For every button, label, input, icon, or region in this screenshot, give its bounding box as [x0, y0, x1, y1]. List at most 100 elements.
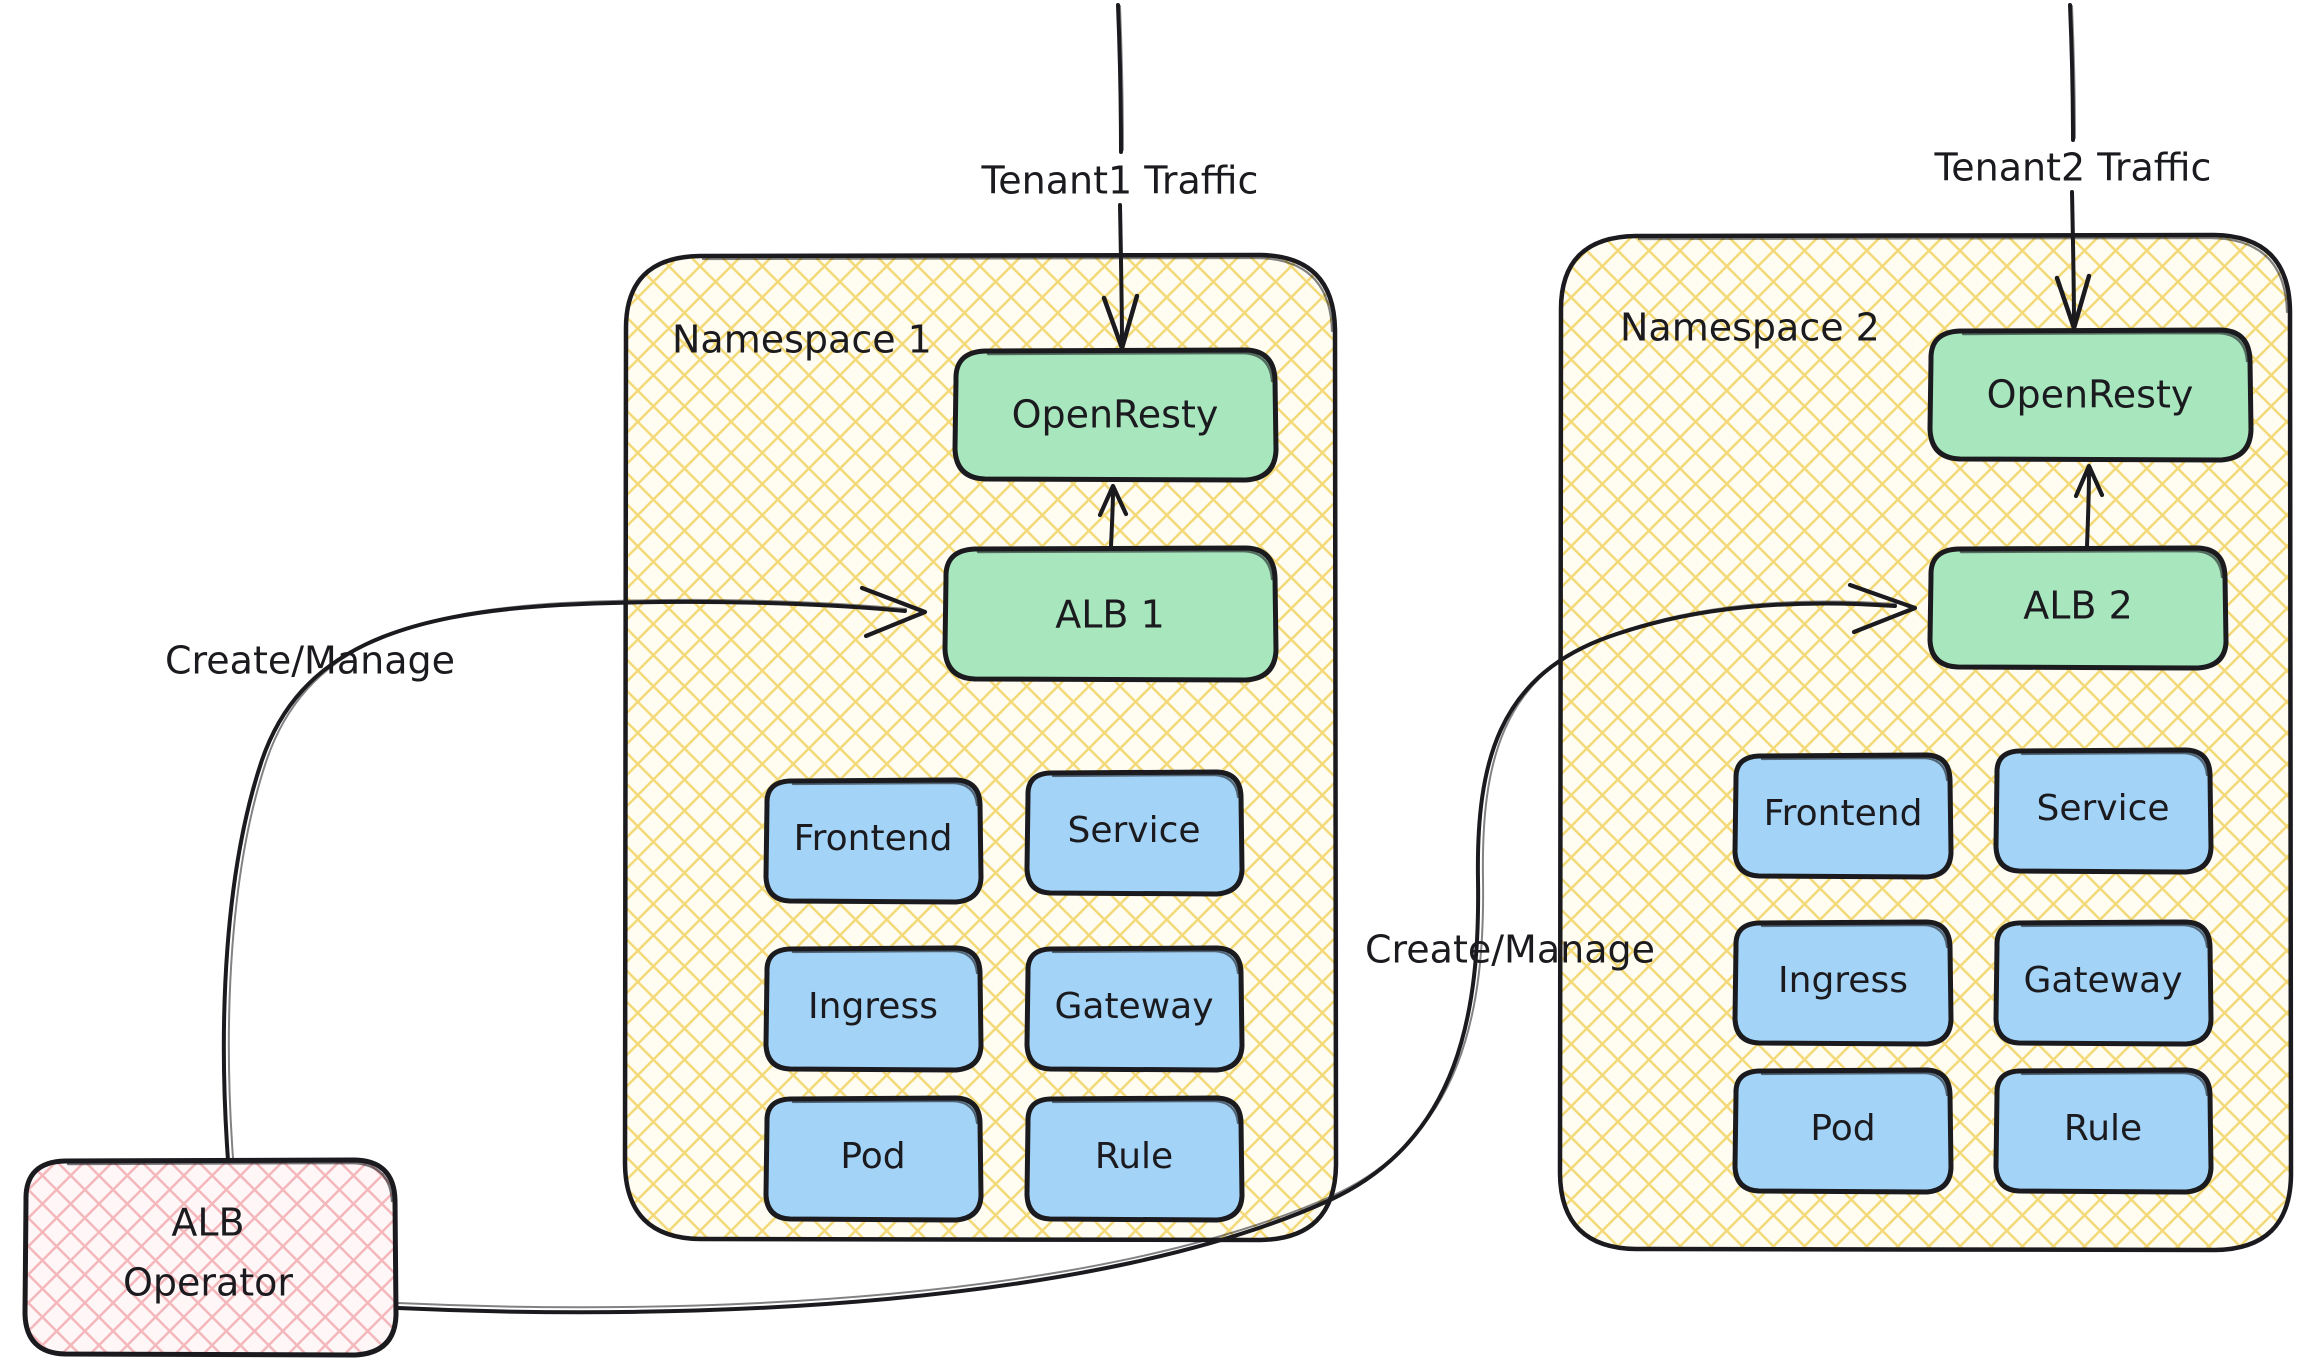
- openresty-2-box-sketch: [1961, 331, 2249, 363]
- openresty-1-box: [952, 347, 1279, 483]
- ns2-pod-box: [1732, 1067, 1954, 1195]
- ns1-ingress-node[interactable]: Ingress: [763, 945, 984, 1073]
- openresty-1-box-sketch: [986, 351, 1274, 383]
- ns2-ingress-node[interactable]: Ingress: [1732, 919, 1954, 1047]
- ns1-pod-node[interactable]: Pod: [763, 1095, 984, 1223]
- alb-2-label: ALB 2: [2023, 584, 2133, 628]
- tenant1-traffic-label: Tenant1 Traffic: [981, 159, 1259, 203]
- alb-1-label: ALB 1: [1055, 593, 1165, 637]
- operator-alb1-label: Create/Manage: [165, 639, 455, 683]
- ns1-frontend-node[interactable]: Frontend: [763, 777, 984, 905]
- ns1-ingress-box-sketch: [791, 949, 979, 975]
- alb-2-box-sketch: [1959, 549, 2224, 579]
- ns2-rule-node[interactable]: Rule: [1993, 1067, 2214, 1195]
- ns1-rule-box-sketch: [1051, 1099, 1240, 1125]
- ns1-pod-box: [763, 1095, 984, 1223]
- ns1-gateway-box-sketch: [1051, 949, 1240, 975]
- namespace-1-resources: Frontend Service Ingress Gateway Pod Rul…: [763, 769, 1245, 1223]
- openresty-2-box: [1927, 327, 2254, 463]
- tenant1-arrow-lower: [1118, 203, 1124, 347]
- operator-alb1-arrowhead: [859, 585, 928, 639]
- alb-operator-label-line2: Operator: [123, 1261, 293, 1305]
- alb-2-node[interactable]: ALB 2: [1927, 545, 2229, 671]
- alb2-openresty2-arrowhead: [2073, 463, 2105, 499]
- tenant2-arrowhead: [2054, 273, 2092, 331]
- ns2-pod-box-sketch: [1760, 1071, 1949, 1097]
- openresty-2-label: OpenResty: [1987, 373, 2194, 417]
- namespace-1-box-sketch: [701, 256, 1334, 333]
- ns1-gateway-box: [1024, 945, 1245, 1073]
- ns2-pod-node[interactable]: Pod: [1732, 1067, 1954, 1195]
- alb-1-node[interactable]: ALB 1: [942, 545, 1279, 683]
- ns2-gateway-box-sketch: [2020, 923, 2209, 949]
- alb2-openresty2-line: [2085, 468, 2091, 548]
- alb-operator-box: [22, 1157, 399, 1358]
- tenant1-arrow-upper: [1116, 3, 1123, 154]
- ns2-service-box: [1993, 747, 2214, 875]
- namespace-1-label: Namespace 1: [672, 318, 932, 362]
- ns1-frontend-label: Frontend: [794, 818, 953, 859]
- operator-alb2-label: Create/Manage: [1365, 928, 1655, 972]
- operator-alb2-arrowhead: [1847, 582, 1918, 635]
- ns2-rule-box: [1993, 1067, 2214, 1195]
- tenant2-arrow-lower: [2070, 190, 2076, 327]
- alb-2-box: [1927, 545, 2229, 671]
- ns2-gateway-label: Gateway: [2023, 960, 2182, 1001]
- operator-alb2-line: [396, 601, 1897, 1315]
- tenant2-arrow-upper-sketch: [2071, 5, 2076, 139]
- ns2-ingress-label: Ingress: [1778, 960, 1908, 1001]
- alb1-to-openresty1-edge: [1097, 483, 1129, 548]
- ns2-service-node[interactable]: Service: [1993, 747, 2214, 875]
- operator-alb1-line-sketch: [227, 598, 907, 1159]
- ns2-frontend-box: [1732, 752, 1954, 880]
- operator-to-alb2-edge: Create/Manage: [396, 582, 1918, 1315]
- ns2-rule-label: Rule: [2064, 1108, 2142, 1149]
- namespace-2-resources: Frontend Service Ingress Gateway Pod Rul…: [1732, 747, 2214, 1195]
- ns2-frontend-node[interactable]: Frontend: [1732, 752, 1954, 880]
- tenant2-traffic-edge: Tenant2 Traffic: [1934, 3, 2212, 331]
- alb-operator-node[interactable]: ALB Operator: [22, 1157, 399, 1358]
- tenant2-traffic-label: Tenant2 Traffic: [1934, 146, 2212, 190]
- ns1-ingress-box: [763, 945, 984, 1073]
- ns1-service-node[interactable]: Service: [1024, 769, 1245, 897]
- ns2-rule-box-sketch: [2020, 1071, 2209, 1097]
- ns1-rule-node[interactable]: Rule: [1024, 1095, 1245, 1223]
- ns1-service-box: [1024, 769, 1245, 897]
- tenant2-arrow-upper: [2068, 3, 2075, 142]
- openresty-2-node[interactable]: OpenResty: [1927, 327, 2254, 463]
- ns1-gateway-label: Gateway: [1054, 986, 1213, 1027]
- operator-alb1-line: [221, 599, 907, 1162]
- ns1-pod-box-sketch: [791, 1099, 979, 1125]
- ns2-frontend-label: Frontend: [1764, 793, 1923, 834]
- tenant1-arrow-upper-sketch: [1119, 5, 1124, 151]
- openresty-1-label: OpenResty: [1012, 393, 1219, 437]
- alb1-openresty1-arrowhead: [1097, 483, 1129, 518]
- operator-alb2-line-sketch: [397, 600, 1897, 1309]
- operator-to-alb1-edge: Create/Manage: [165, 585, 928, 1162]
- ns1-frontend-box: [763, 777, 984, 905]
- ns2-service-label: Service: [2036, 788, 2169, 829]
- ns2-pod-label: Pod: [1810, 1108, 1875, 1149]
- ns1-rule-box: [1024, 1095, 1245, 1223]
- ns1-pod-label: Pod: [840, 1136, 905, 1177]
- ns2-gateway-node[interactable]: Gateway: [1993, 919, 2214, 1047]
- ns1-rule-label: Rule: [1095, 1136, 1173, 1177]
- alb1-openresty1-line: [1109, 488, 1115, 548]
- alb-operator-label-line1: ALB: [171, 1201, 244, 1245]
- tenant1-traffic-edge: Tenant1 Traffic: [981, 3, 1259, 351]
- ns2-ingress-box: [1732, 919, 1954, 1047]
- ns2-service-box-sketch: [2020, 751, 2209, 777]
- ns1-ingress-label: Ingress: [808, 986, 938, 1027]
- ns1-gateway-node[interactable]: Gateway: [1024, 945, 1245, 1073]
- ns2-frontend-box-sketch: [1760, 756, 1949, 782]
- ns1-service-label: Service: [1067, 810, 1200, 851]
- openresty-1-node[interactable]: OpenResty: [952, 347, 1279, 483]
- namespace-2-box-sketch: [1637, 236, 2289, 314]
- namespace-2-label: Namespace 2: [1620, 306, 1880, 350]
- alb-1-box: [942, 545, 1279, 683]
- ns1-frontend-box-sketch: [791, 781, 979, 807]
- alb-1-box-sketch: [976, 549, 1274, 581]
- ns1-service-box-sketch: [1051, 773, 1240, 799]
- alb2-to-openresty2-edge: [2073, 463, 2105, 548]
